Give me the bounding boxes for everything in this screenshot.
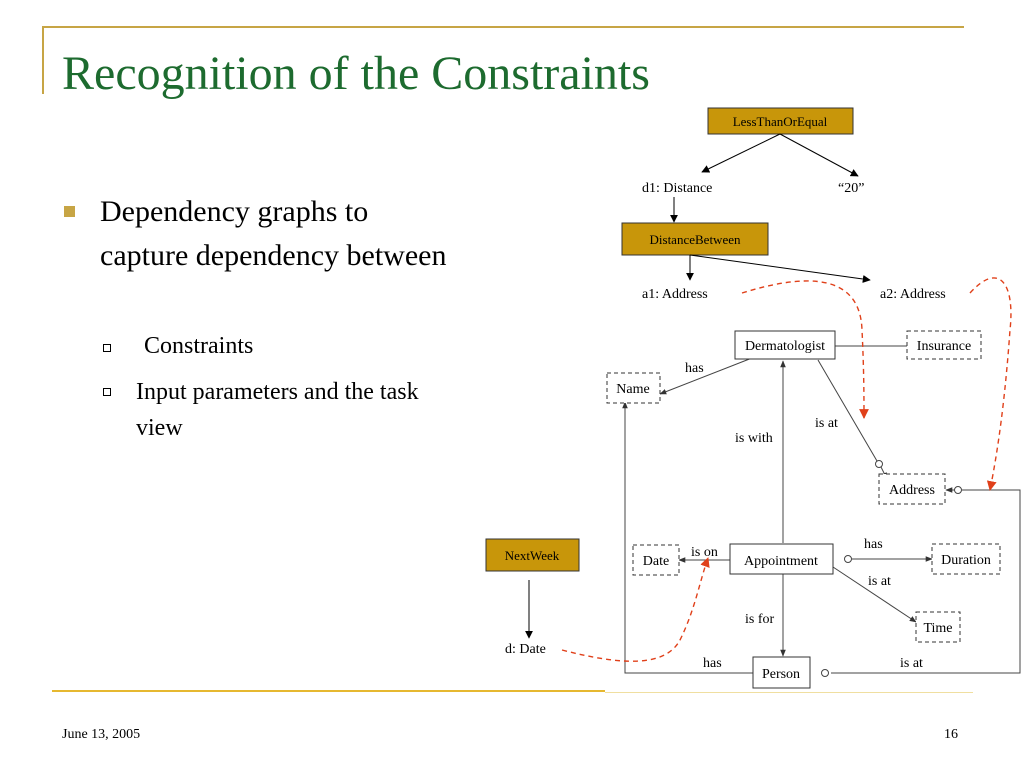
- name-node: [606, 372, 661, 404]
- edge-to-d1: [701, 133, 781, 173]
- param-d1-label: d1: Distance: [642, 181, 712, 196]
- endpoint-circle: [875, 460, 883, 468]
- footer-date: June 13, 2005: [62, 727, 141, 742]
- constraint-tree: LessThanOrEqual d1: Distance “20” Distan…: [621, 107, 946, 302]
- duration-label: Duration: [941, 553, 991, 568]
- title-frame-left: [42, 26, 44, 94]
- label-has-person: has: [703, 656, 722, 671]
- main-bullet-text: Dependency graphs to capture dependency …: [100, 195, 447, 272]
- bullet-square-icon: [64, 206, 75, 217]
- label-is-at-time: is at: [868, 574, 891, 589]
- date-node: [632, 544, 680, 576]
- footer-divider-light: [605, 692, 973, 693]
- link-d-to-appointment-date: [561, 557, 710, 662]
- person-node: [752, 656, 811, 689]
- label-is-at-derm: is at: [815, 416, 838, 431]
- sub-bullet-icon: [103, 388, 111, 396]
- endpoint-circle: [821, 669, 829, 677]
- appointment-label: Appointment: [744, 554, 818, 569]
- distancebetween-node: [621, 222, 769, 256]
- edge-endpoints: [821, 460, 962, 677]
- entity-nodes: Dermatologist Insurance Name Address Dat…: [606, 330, 1001, 689]
- edge-derm-has-name: [659, 357, 753, 395]
- entity-edges: [622, 345, 1021, 674]
- slide-title: Recognition of the Constraints: [62, 47, 650, 100]
- edge-person-has-name: [622, 401, 753, 674]
- name-label: Name: [616, 382, 649, 397]
- param-d-label: d: Date: [505, 642, 546, 657]
- link-a1-to-derm-address: [741, 280, 869, 419]
- footer-divider: [52, 690, 605, 692]
- endpoint-circle: [844, 555, 852, 563]
- edge-appt-is-at-time: [832, 566, 917, 623]
- address-node: [878, 473, 946, 505]
- label-has-duration: has: [864, 537, 883, 552]
- param-a2-label: a2: Address: [880, 287, 946, 302]
- nextweek-label: NextWeek: [505, 548, 560, 563]
- title-frame-top: [42, 26, 964, 28]
- label-is-with: is with: [735, 431, 773, 446]
- label-is-for: is for: [745, 612, 775, 627]
- sub-bullet-input-params: Input parameters and the task view: [136, 379, 419, 441]
- edge-to-a2: [689, 254, 871, 283]
- link-a2-to-person-address: [969, 277, 1012, 491]
- duration-node: [931, 543, 1001, 575]
- edge-to-const: [779, 133, 859, 177]
- time-label: Time: [923, 621, 952, 636]
- insurance-label: Insurance: [917, 339, 971, 354]
- insurance-node: [906, 330, 982, 360]
- edge-labels: has is at is with is on has is at is for…: [685, 361, 923, 671]
- param-a1-label: a1: Address: [642, 287, 708, 302]
- edge-derm-is-at: [817, 359, 878, 462]
- sub-bullet-constraints: Constraints: [144, 333, 254, 359]
- endpoint-circle: [954, 486, 962, 494]
- label-is-at-person: is at: [900, 656, 923, 671]
- time-node: [915, 611, 961, 643]
- lessthanorequal-node: [707, 107, 854, 135]
- distancebetween-label: DistanceBetween: [650, 232, 741, 247]
- nextweek-constraint: NextWeek d: Date: [485, 538, 580, 657]
- person-label: Person: [762, 667, 800, 682]
- page-number: 16: [944, 727, 958, 742]
- address-label: Address: [889, 483, 935, 498]
- param-const-label: “20”: [838, 181, 864, 196]
- lessthanorequal-label: LessThanOrEqual: [733, 114, 828, 129]
- label-has-name: has: [685, 361, 704, 376]
- edge-person-is-at-address: [831, 489, 1021, 674]
- dermatologist-label: Dermatologist: [745, 339, 825, 354]
- dermatologist-node: [734, 330, 836, 360]
- mapping-links: [561, 277, 1012, 662]
- appointment-node: [729, 543, 834, 575]
- date-label: Date: [643, 554, 669, 569]
- label-is-on: is on: [691, 545, 718, 560]
- nextweek-node: [485, 538, 580, 572]
- sub-bullet-icon: [103, 344, 111, 352]
